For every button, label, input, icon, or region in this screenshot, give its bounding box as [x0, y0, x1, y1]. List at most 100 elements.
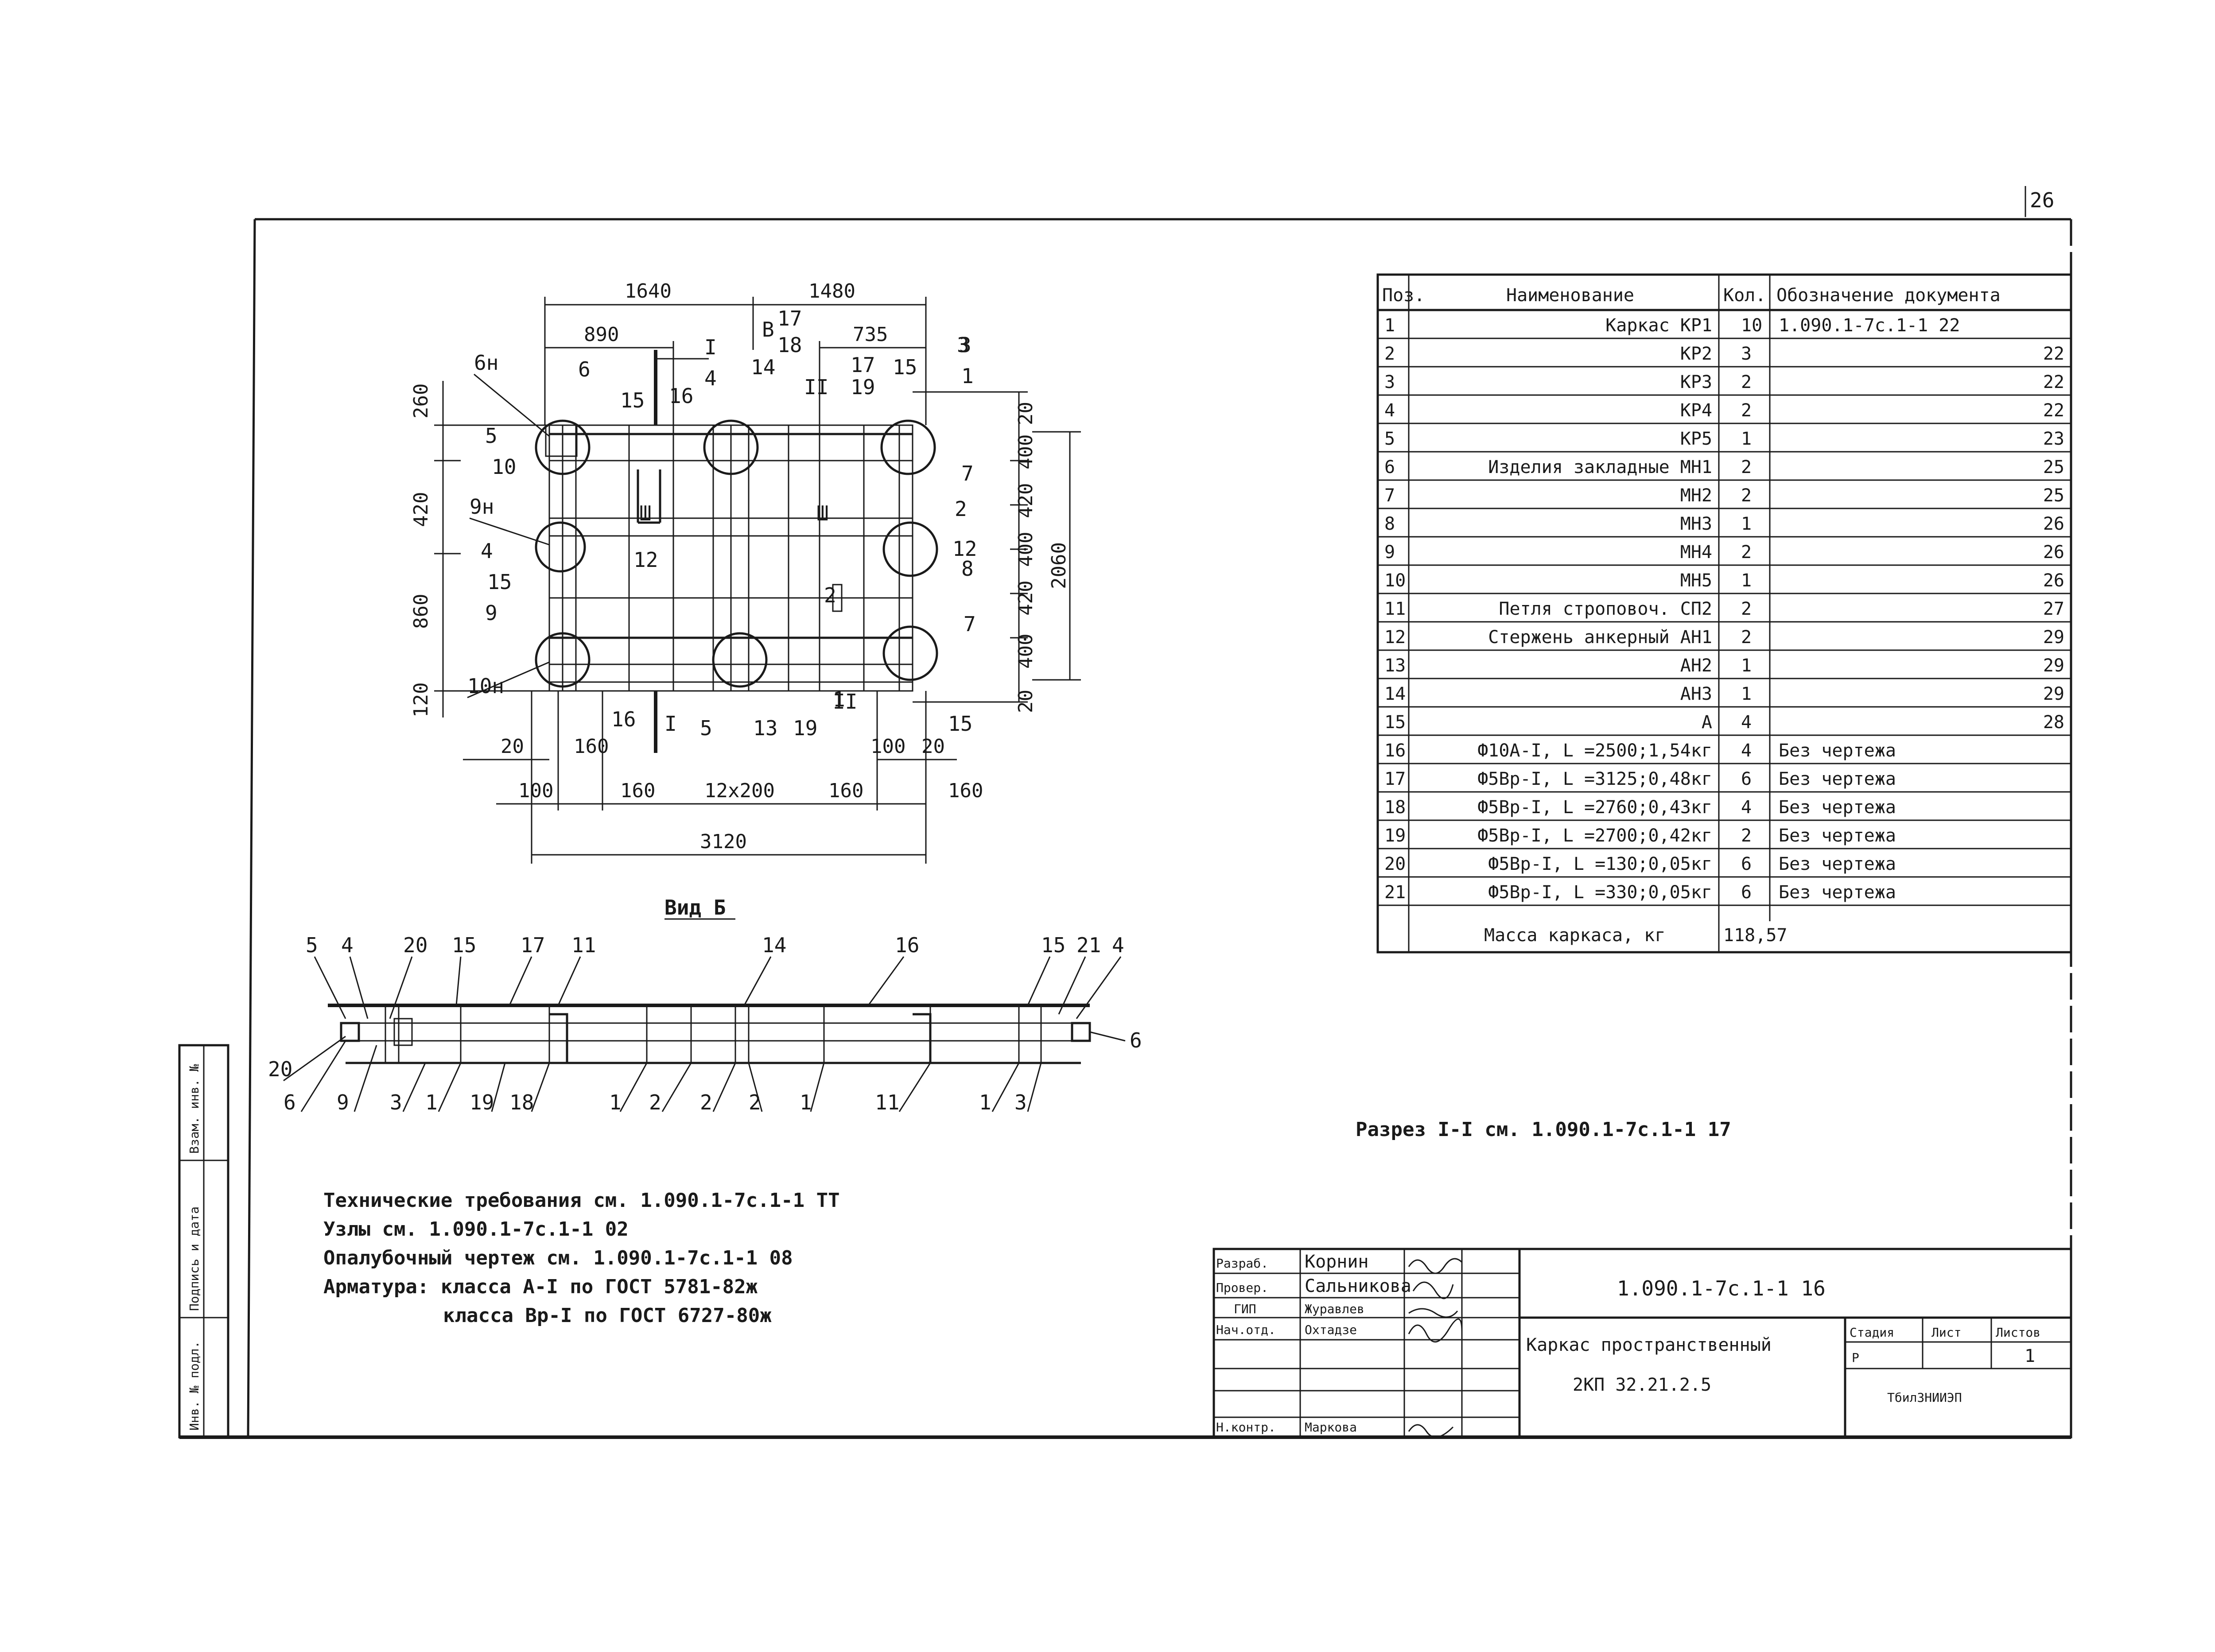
spec-row-pos: 14 [1384, 684, 1406, 704]
spec-row-qty: 1 [1741, 570, 1752, 591]
side-stamp-label-1: Инв. № подл. [187, 1341, 202, 1431]
tb-product-code: 2КП 32.21.2.5 [1573, 1375, 1711, 1395]
section-mark-2: I [664, 712, 677, 736]
plan-callout: 5 [485, 424, 497, 448]
view-b-drawing: Вид Б 5 4 20 15 17 11 14 16 1 [268, 896, 1142, 1114]
plan-callout: 17 [777, 306, 802, 330]
view-mark-b: B [762, 318, 774, 341]
plan-callout: 7 [961, 461, 974, 485]
plan-callout: 13 [753, 716, 777, 740]
spec-row-name: АН3 [1680, 684, 1712, 704]
signature-5 [1408, 1424, 1454, 1438]
plan-tag-5: Ш [816, 501, 829, 525]
sheet-number: 26 [2030, 188, 2054, 212]
view-b-top-callout: 4 [1112, 933, 1124, 957]
technical-notes: Технические требования см. 1.090.1-7с.1-… [323, 1189, 840, 1327]
spec-row-pos: 6 [1384, 457, 1395, 477]
note-line-3: Опалубочный чертеж см. 1.090.1-7с.1-1 08 [323, 1247, 793, 1269]
dim-bottom-160-left: 160 [574, 735, 609, 758]
spec-row-name: Ф5Вр-I, L =130;0,05кг [1488, 854, 1712, 874]
section-note: Разрез I-I см. 1.090.1-7с.1-1 17 [1356, 1118, 1731, 1141]
dim-left-260: 260 [410, 384, 432, 419]
dim-bottom-20-left: 20 [501, 735, 524, 758]
plan-callout: 4 [704, 366, 717, 390]
spec-row-pos: 9 [1384, 542, 1395, 562]
spec-row-pos: 3 [1384, 372, 1395, 392]
section-mark-4: II [833, 690, 857, 714]
dim-top-890: 890 [584, 323, 619, 346]
spec-row-pos: 11 [1384, 599, 1406, 619]
spec-row-name: Ф5Вр-I, L =330;0,05кг [1488, 882, 1712, 903]
plan-callout: 19 [851, 375, 875, 399]
view-b-top-callout: 20 [403, 933, 427, 957]
spec-row-doc: 29 [2043, 655, 2064, 676]
spec-row-name: Ф5Вр-I, L =2760;0,43кг [1477, 797, 1712, 818]
signature-2 [1412, 1281, 1454, 1299]
tb-name-2: Сальникова [1305, 1276, 1411, 1296]
view-b-bottom-callout: 1 [609, 1090, 622, 1114]
spec-row-name: МН3 [1680, 514, 1712, 534]
dim-bottom-100-left: 100 [518, 779, 553, 802]
spec-header-pos: Поз. [1382, 285, 1425, 306]
dim-bottom-3120: 3120 [700, 830, 747, 853]
plan-callout: 15 [620, 388, 645, 412]
spec-row-doc: Без чертежа [1779, 854, 1896, 874]
spec-row-name: КР2 [1680, 344, 1712, 364]
spec-row-name: МН2 [1680, 485, 1712, 506]
spec-row-qty: 2 [1741, 599, 1752, 619]
spec-row-doc: 26 [2043, 570, 2064, 591]
spec-row-pos: 18 [1384, 797, 1406, 818]
signature-3 [1408, 1308, 1458, 1318]
tb-name-1: Корнин [1305, 1252, 1369, 1272]
spec-row-pos: 16 [1384, 741, 1406, 761]
tb-role-5: Н.контр. [1216, 1420, 1276, 1435]
spec-row-qty: 2 [1741, 826, 1752, 846]
spec-row-qty: 2 [1741, 457, 1752, 477]
spec-row-pos: 19 [1384, 826, 1406, 846]
spec-row-doc: Без чертежа [1779, 797, 1896, 818]
plan-callout: 17 [851, 353, 875, 377]
spec-row-pos: 8 [1384, 514, 1395, 534]
dim-right-400-2: 400 [1014, 532, 1037, 567]
spec-row-pos: 21 [1384, 882, 1406, 903]
view-b-bottom-callout: 2 [700, 1090, 712, 1114]
spec-row-doc: Без чертежа [1779, 741, 1896, 761]
spec-row-pos: 2 [1384, 344, 1395, 364]
view-b-bottom-callout: 18 [509, 1090, 534, 1114]
spec-row-pos: 5 [1384, 429, 1395, 449]
spec-row-qty: 4 [1741, 741, 1752, 761]
dim-right-400-1: 400 [1014, 434, 1037, 469]
spec-row-qty: 2 [1741, 627, 1752, 648]
plan-callout: 7 [964, 612, 976, 636]
spec-row-name: МН5 [1680, 570, 1712, 591]
spec-row-pos: 15 [1384, 712, 1406, 733]
dim-top-735: 735 [853, 323, 888, 346]
plan-callout: 12 [952, 537, 977, 561]
tb-role-1: Разраб. [1216, 1256, 1268, 1271]
dim-left-120: 120 [410, 683, 432, 717]
spec-row-name: Каркас КР1 [1605, 315, 1712, 336]
spec-row-doc: 22 [2043, 372, 2064, 392]
dim-bottom-160-far: 160 [948, 779, 983, 802]
plan-callout: 15 [487, 570, 512, 594]
dim-bottom-160-right: 160 [828, 779, 863, 802]
tb-name-3: Журавлев [1305, 1302, 1364, 1316]
side-stamp-label-3: Взам. инв. № [187, 1064, 202, 1154]
spec-row-qty: 1 [1741, 514, 1752, 534]
spec-row-doc: Без чертежа [1779, 769, 1896, 789]
plan-tag-6n: 6н [474, 351, 498, 375]
plan-callout: 2 [824, 583, 836, 607]
view-b-top-callout: 17 [521, 933, 545, 957]
view-b-bottom-callout: 3 [1014, 1090, 1027, 1114]
plan-callout: 15 [893, 355, 917, 379]
view-b-bottom-callout: 6 [1130, 1028, 1142, 1052]
spec-row-doc: 28 [2043, 712, 2064, 733]
spec-row-pos: 20 [1384, 854, 1406, 874]
view-b-title: Вид Б [664, 896, 726, 919]
spec-row-doc: 25 [2043, 457, 2064, 477]
side-stamp-label-2: Подпись и дата [187, 1206, 202, 1311]
note-line-1: Технические требования см. 1.090.1-7с.1-… [323, 1189, 840, 1212]
dim-right-2060: 2060 [1048, 542, 1070, 589]
spec-header-qty: Кол. [1723, 285, 1766, 306]
